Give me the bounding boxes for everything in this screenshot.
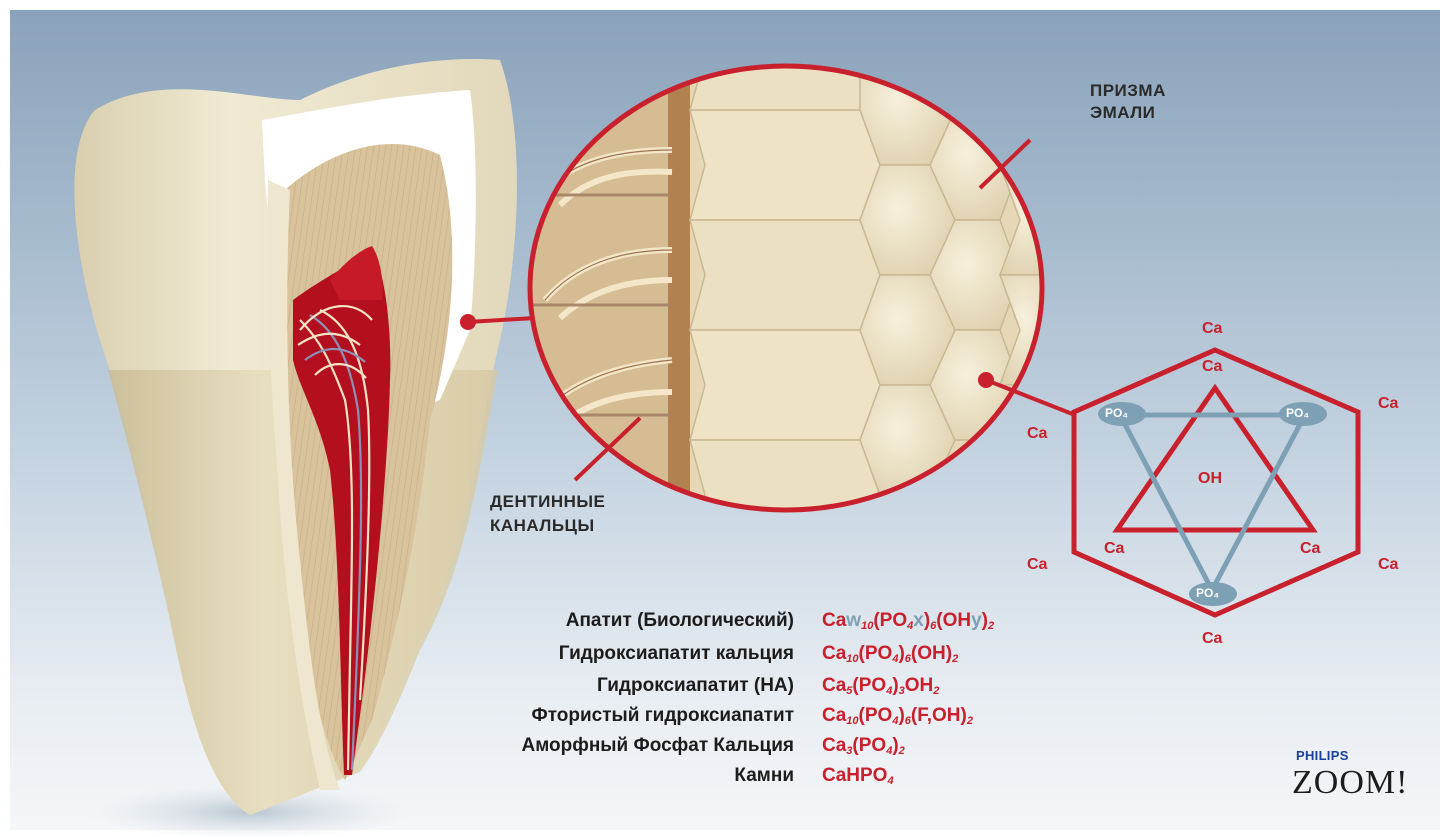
compound-name-stones: Камни xyxy=(734,765,794,787)
formula-stones: CaHPO4 xyxy=(822,765,894,787)
ca-label-bottom: Ca xyxy=(1202,630,1222,648)
formula-calcium-hydroxyapatite: Ca10(PO4)6(OH)2 xyxy=(822,643,958,665)
enamel-prism-line-1: ПРИЗМА xyxy=(1090,80,1166,102)
magnifier-connector-dot xyxy=(460,314,476,330)
po4-label-right: PO₄ xyxy=(1286,406,1309,420)
magnified-view xyxy=(520,0,1060,550)
ca-label-left-lower: Ca xyxy=(1027,556,1047,574)
ca-label-right-lower: Ca xyxy=(1378,556,1398,574)
dentin-tubules-line-2: КАНАЛЬЦЫ xyxy=(490,514,605,538)
po4-label-left: PO₄ xyxy=(1105,406,1128,420)
zoom-logo: ZOOM! xyxy=(1292,764,1408,802)
compound-name-hydroxyapatite-ha: Гидроксиапатит (НА) xyxy=(597,675,794,697)
formula-fluoride-hydroxyapatite: Ca10(PO4)6(F,OH)2 xyxy=(822,705,973,727)
po4-label-bottom: PO₄ xyxy=(1196,586,1219,600)
ca-label-inner-right: Ca xyxy=(1300,540,1320,558)
formula-hydroxyapatite-ha: Ca5(PO4)3OH2 xyxy=(822,675,939,697)
ca-label-left-upper: Ca xyxy=(1027,425,1047,443)
ca-label-right-upper: Ca xyxy=(1378,395,1398,413)
compound-name-amorphous-calcium-phosphate: Аморфный Фосфат Кальция xyxy=(521,735,794,757)
formula-biological-apatite: Caw10(PO4x)6(OHy)2 xyxy=(822,610,994,632)
hexagon-connector-dot xyxy=(978,372,994,388)
compound-name-biological-apatite: Апатит (Биологический) xyxy=(566,610,794,632)
dentin-tubules-label: ДЕНТИННЫЕ КАНАЛЬЦЫ xyxy=(490,490,605,538)
ca-label-top-inner: Ca xyxy=(1202,358,1222,376)
philips-logo: PHILIPS xyxy=(1296,748,1349,763)
enamel-prism-line-2: ЭМАЛИ xyxy=(1090,102,1166,124)
compound-name-calcium-hydroxyapatite: Гидроксиапатит кальция xyxy=(559,643,794,665)
formula-amorphous-calcium-phosphate: Ca3(PO4)2 xyxy=(822,735,905,757)
enamel-prism-label: ПРИЗМА ЭМАЛИ xyxy=(1090,80,1166,124)
compound-name-fluoride-hydroxyapatite: Фтористый гидроксиапатит xyxy=(532,705,795,727)
phosphate-triangle xyxy=(1120,415,1305,590)
oh-label: OH xyxy=(1198,470,1222,488)
ca-label-top-outer: Ca xyxy=(1202,320,1222,338)
ca-label-inner-left: Ca xyxy=(1104,540,1124,558)
dentin-tubules-line-1: ДЕНТИННЫЕ xyxy=(490,490,605,514)
